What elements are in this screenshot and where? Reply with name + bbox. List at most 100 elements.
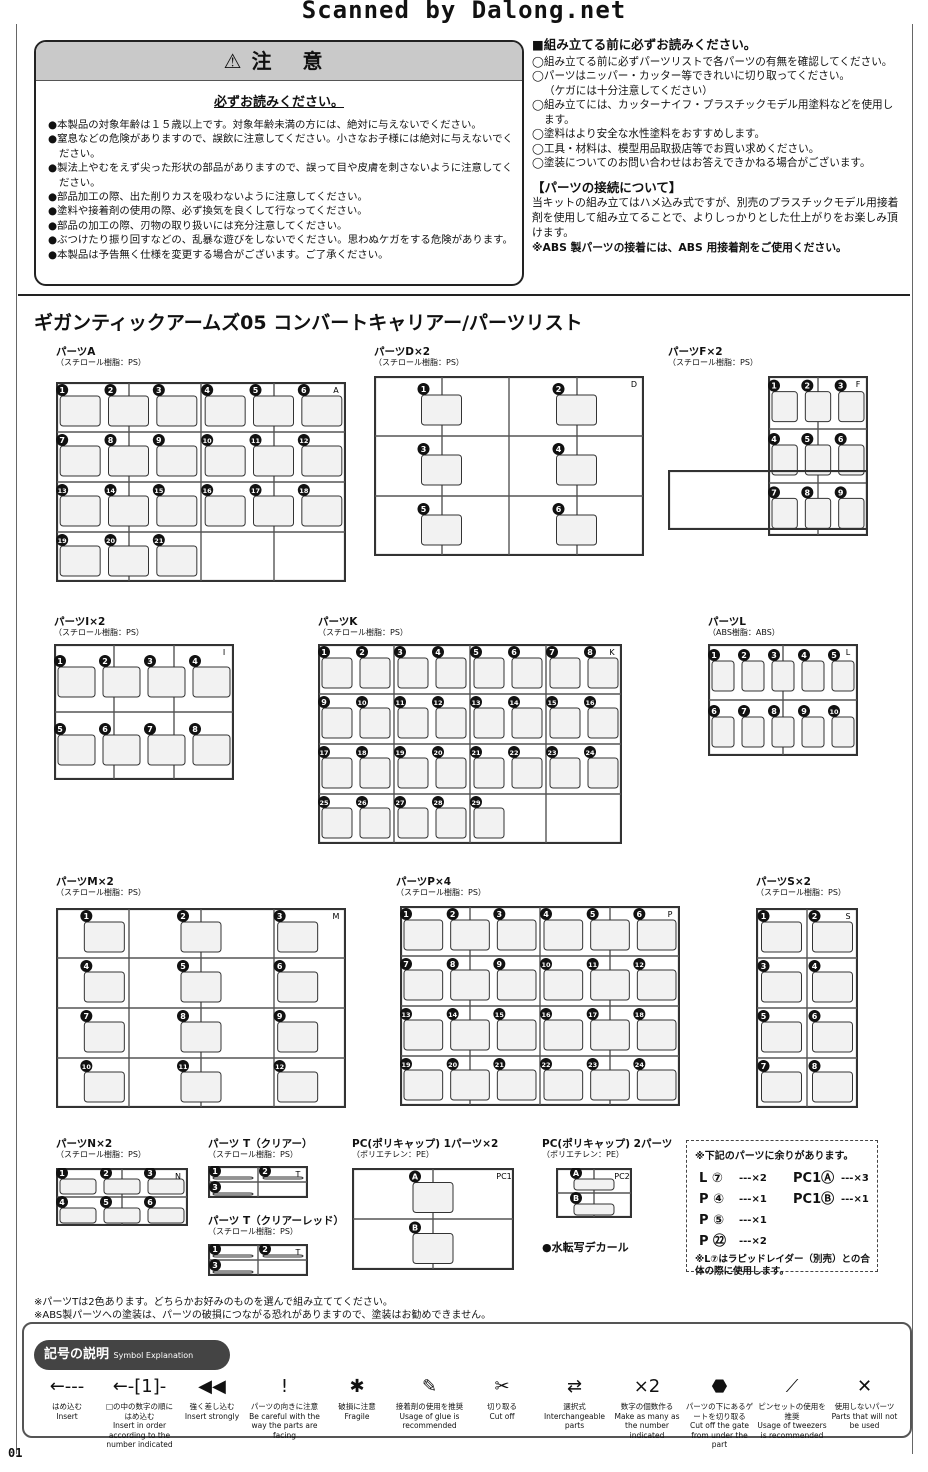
runner-part: 19	[56, 534, 101, 577]
parts-list-title: ギガンティックアームズ05 コンバートキャリアー/パーツリスト	[34, 312, 583, 334]
runner-label-k: パーツK（スチロール樹脂：PS）	[318, 616, 408, 638]
part-number: 2	[262, 1167, 268, 1176]
part-number: 19	[58, 537, 68, 545]
runner-part: 9	[798, 705, 825, 748]
before-build-item: （ケガには十分注意してください）	[544, 84, 713, 97]
runner-part: 12	[432, 696, 467, 739]
runner-part: 8	[177, 1010, 222, 1053]
part-number: 8	[450, 960, 456, 969]
part-number: 24	[635, 1061, 645, 1069]
abs-note: ※ABS 製パーツの接着には、ABS 用接着剤をご使用ください。	[532, 241, 847, 254]
runner-part: 26	[356, 796, 391, 839]
part-number: 3	[838, 382, 844, 391]
part-number: 23	[588, 1061, 597, 1069]
symbol-label-en: Insert	[56, 1411, 78, 1421]
runner-part: 10	[80, 1060, 125, 1103]
part-number: 9	[801, 707, 807, 716]
runner-material: （スチロール樹脂：PS）	[54, 628, 144, 637]
runner-part: 23	[546, 746, 581, 789]
runner-part: 11	[177, 1060, 222, 1103]
part-number: 20	[106, 537, 116, 545]
runner-frame-f-extension	[668, 470, 868, 530]
runner-part: 21	[152, 534, 198, 577]
part-number: 17	[588, 1011, 597, 1019]
part-number: 7	[403, 960, 409, 969]
part-number: 9	[277, 1012, 283, 1021]
runner-part: 9	[834, 486, 865, 529]
runner-part: 2	[104, 384, 149, 427]
part-number: 1	[771, 382, 777, 391]
symbol-label-jp: 切り取る	[487, 1402, 517, 1411]
runner-part: 4	[768, 433, 798, 476]
before-build-item: ◯工具・材料は、模型用品取扱店等でお買い求めください。	[532, 142, 820, 155]
runner-part: 7	[144, 723, 186, 766]
extra-parts-note: ※L⑦はラピッドレイダー（別売）との合体の際に使用します。	[695, 1254, 870, 1277]
decal-label: ●水転写デカール	[542, 1241, 629, 1254]
part-number: 2	[108, 386, 114, 395]
runner-part: 20	[446, 1058, 490, 1101]
runner-part: 14	[508, 696, 543, 739]
part-number: 4	[204, 386, 210, 395]
part-number: 5	[831, 651, 837, 660]
symbol-label-jp: パーツの向きに注意	[250, 1402, 319, 1411]
part-number: 29	[471, 799, 481, 807]
runner-part: 5	[757, 1010, 802, 1053]
runner-part: 14	[104, 484, 149, 527]
runner-part: 19	[400, 1058, 444, 1101]
runner-name: パーツL	[708, 616, 746, 628]
runner-name: パーツI×2	[54, 616, 106, 628]
before-build-item: ◯塗料はより安全な水性塗料をおすすめします。	[532, 128, 766, 140]
runner-part: 12	[297, 434, 343, 477]
runner-part: 10	[356, 696, 391, 739]
symbol-label-jp: 破損に注意	[338, 1402, 376, 1411]
part-number: 3	[761, 962, 767, 971]
runner-part: 4	[798, 649, 825, 692]
part-number: A	[573, 1169, 580, 1178]
part-number: 18	[357, 749, 367, 757]
runner-label-s: パーツS×2（スチロール樹脂：PS）	[756, 876, 846, 898]
runner-part: 10	[201, 434, 246, 477]
part-number: 18	[635, 1011, 645, 1019]
runner-part: 3	[273, 910, 319, 953]
part-number: 20	[433, 749, 443, 757]
extra-part-id-2	[793, 1231, 841, 1252]
symbol-label-jp: はめ込む	[52, 1402, 82, 1411]
part-number: 1	[84, 912, 90, 921]
runner-part: 6	[508, 646, 543, 689]
part-number: 11	[588, 961, 598, 969]
runner-part: 4	[540, 908, 584, 951]
runner-material: （スチロール樹脂：PS）	[318, 628, 408, 637]
runner-material: （スチロール樹脂：PS）	[374, 358, 464, 367]
runner-part: 13	[470, 696, 505, 739]
runner-material: （ポリエチレン：PE）	[542, 1150, 624, 1159]
runner-part: 16	[584, 696, 619, 739]
insert-arrow-icon: ←---	[49, 1376, 85, 1398]
part-number: 20	[448, 1061, 458, 1069]
runner-part: 22	[540, 1058, 584, 1101]
part-number: 4	[556, 445, 562, 454]
part-number: 6	[511, 648, 517, 657]
part-number: 22	[541, 1061, 550, 1069]
runner-part: 15	[546, 696, 581, 739]
part-number: 18	[299, 487, 309, 495]
runner-name: パーツF×2	[668, 346, 723, 358]
part-number: 1	[57, 657, 63, 666]
part-number: 5	[805, 435, 811, 444]
part-number: 15	[495, 1011, 505, 1019]
runner-part: 1	[56, 384, 101, 427]
part-number: 1	[321, 648, 327, 657]
runner-material: （スチロール樹脂：PS）	[56, 1150, 146, 1159]
part-number: 11	[178, 1063, 188, 1071]
part-number: 2	[180, 912, 186, 921]
insert-strongly-icon: ◀◀	[198, 1376, 226, 1398]
part-number: 2	[741, 651, 747, 660]
symbol-label-en: Usage of glue is recommended	[399, 1411, 460, 1431]
runner-part: 5	[586, 908, 630, 951]
